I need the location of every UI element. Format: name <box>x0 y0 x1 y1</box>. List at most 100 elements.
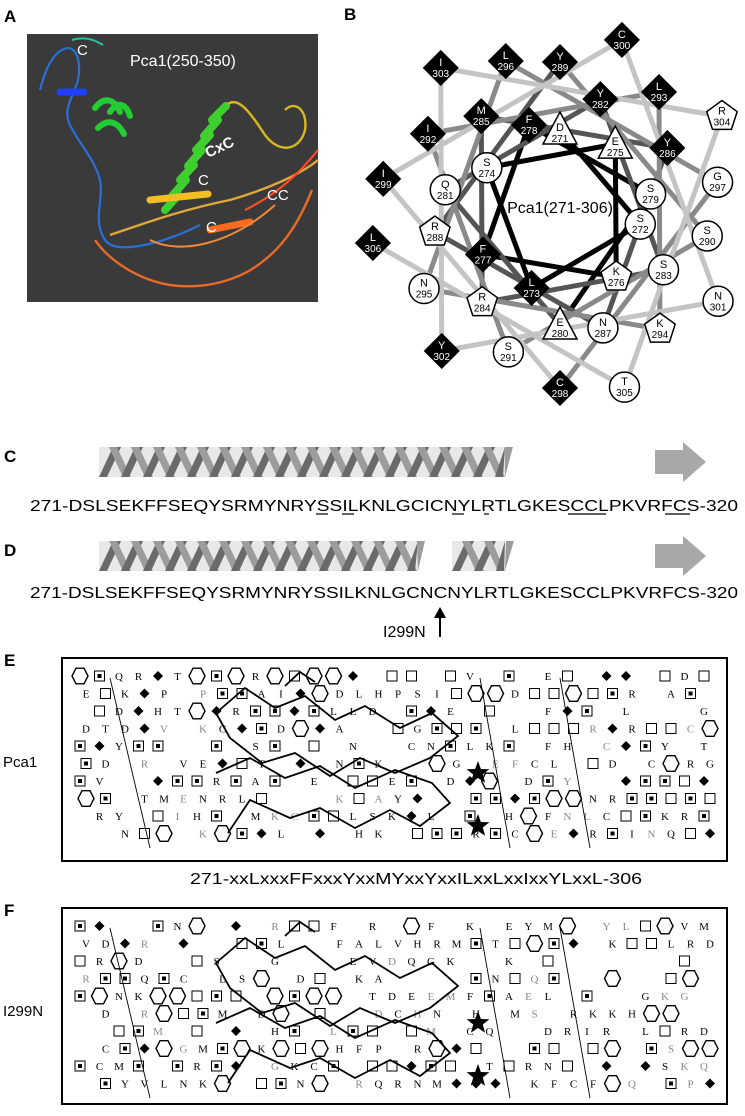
svg-text:L: L <box>330 706 337 718</box>
wheel-residue-aa: L <box>656 81 662 93</box>
svg-text:M: M <box>153 1026 163 1038</box>
wheel-residue-aa: C <box>556 377 564 389</box>
svg-text:V: V <box>141 1079 149 1091</box>
wheel-residue-aa: I <box>426 123 429 135</box>
svg-text:D: D <box>336 689 344 701</box>
panel-e-row-label: Pca1 <box>3 754 37 771</box>
svg-text:K: K <box>505 956 513 968</box>
svg-text:T: T <box>369 991 376 1003</box>
svg-text:M: M <box>699 921 709 933</box>
wheel-residue-number: 285 <box>473 117 490 128</box>
panel-a-label-c2: C <box>198 172 209 189</box>
svg-text:E: E <box>551 829 558 841</box>
wheel-residue-number: 283 <box>655 271 672 282</box>
svg-text:F: F <box>545 741 551 753</box>
svg-text:Y: Y <box>525 921 533 933</box>
svg-text:K: K <box>466 921 474 933</box>
svg-text:L: L <box>467 741 474 753</box>
svg-text:C: C <box>687 724 694 736</box>
wheel-residue-aa: S <box>660 259 667 271</box>
svg-text:R: R <box>96 956 104 968</box>
wheel-residue-aa: S <box>637 213 644 225</box>
svg-text:L: L <box>623 921 630 933</box>
svg-text:C: C <box>466 1026 473 1038</box>
wheel-residue-aa: E <box>612 136 619 148</box>
svg-text:I: I <box>435 689 439 701</box>
svg-text:D: D <box>297 974 305 986</box>
wheel-residue-aa: I <box>382 168 385 180</box>
svg-text:L: L <box>278 829 285 841</box>
svg-text:Y: Y <box>661 741 669 753</box>
panel-c-helix <box>99 447 513 477</box>
svg-text:K: K <box>135 991 143 1003</box>
wheel-residue-aa: R <box>478 292 486 304</box>
wheel-residue-aa: Y <box>597 88 605 100</box>
svg-text:F: F <box>590 1079 596 1091</box>
wheel-residue-number: 272 <box>632 225 649 236</box>
svg-text:T: T <box>701 741 708 753</box>
svg-text:D: D <box>375 1009 383 1021</box>
wheel-residue-aa: N <box>420 278 428 290</box>
svg-text:Q: Q <box>141 974 149 986</box>
svg-text:L: L <box>356 689 363 701</box>
svg-text:H: H <box>505 811 513 823</box>
wheel-residue-aa: L <box>503 50 509 62</box>
svg-text:D: D <box>511 689 519 701</box>
svg-text:R: R <box>564 1026 572 1038</box>
wheel-residue-aa: D <box>556 122 564 134</box>
svg-text:N: N <box>414 1079 422 1091</box>
svg-text:D: D <box>700 1026 708 1038</box>
svg-text:P: P <box>375 1044 381 1056</box>
svg-text:N: N <box>433 1009 441 1021</box>
wheel-residue-number: 300 <box>614 41 631 52</box>
wheel-residue-aa: N <box>599 317 607 329</box>
svg-text:L: L <box>350 811 357 823</box>
panel-e-hca-box <box>61 657 728 862</box>
svg-text:M: M <box>218 1009 228 1021</box>
svg-text:L: L <box>545 991 552 1003</box>
svg-text:V: V <box>394 939 402 951</box>
svg-text:S: S <box>668 1044 674 1056</box>
svg-text:K: K <box>681 1061 689 1073</box>
wheel-residue-aa: C <box>618 29 626 41</box>
panel-d-helix-1 <box>99 541 425 571</box>
svg-text:R: R <box>394 1079 402 1091</box>
wheel-residue-number: 295 <box>416 290 433 301</box>
wheel-residue-number: 296 <box>497 62 514 73</box>
svg-text:A: A <box>667 689 675 701</box>
svg-text:N: N <box>564 811 572 823</box>
svg-text:C: C <box>511 829 518 841</box>
wheel-residue-aa: Y <box>664 137 672 149</box>
svg-text:N: N <box>115 991 123 1003</box>
svg-text:L: L <box>668 939 675 951</box>
svg-text:M: M <box>446 991 456 1003</box>
wheel-residue-number: 297 <box>709 183 726 194</box>
svg-text:L: L <box>375 939 382 951</box>
svg-text:K: K <box>336 794 344 806</box>
svg-text:G: G <box>700 706 708 718</box>
panel-e-motif: 271-xxLxxxFFxxxYxxMYxxYxxILxxLxxIxxYLxxL… <box>190 871 642 888</box>
svg-text:D: D <box>115 706 123 718</box>
svg-text:N: N <box>349 741 357 753</box>
svg-text:A: A <box>336 724 344 736</box>
helical-wheel: L306T305R304I303Y302N301C300I299C298G297… <box>354 21 739 407</box>
svg-text:S: S <box>414 689 420 701</box>
svg-text:A: A <box>375 794 383 806</box>
svg-text:V: V <box>160 724 168 736</box>
svg-text:D: D <box>121 724 129 736</box>
svg-text:D: D <box>102 939 110 951</box>
svg-text:K: K <box>199 829 207 841</box>
